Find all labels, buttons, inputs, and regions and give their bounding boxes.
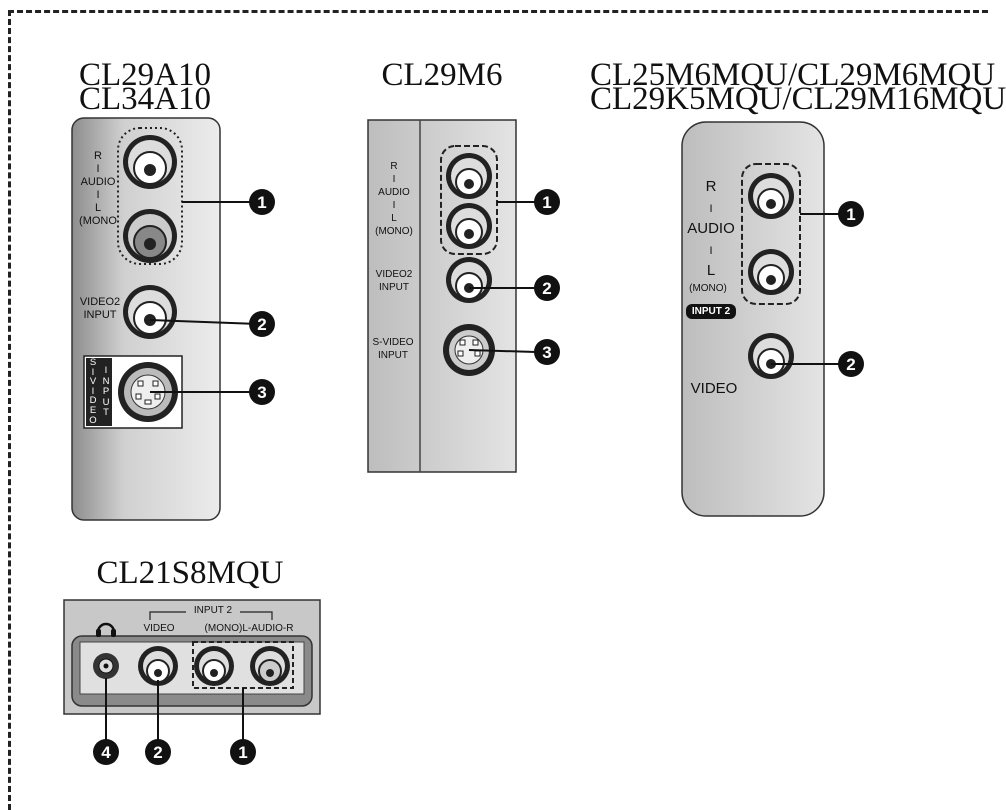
s8-input2-label: INPUT 2 <box>186 604 240 618</box>
s8-video-label: VIDEO <box>143 623 175 634</box>
svg-text:2: 2 <box>153 743 162 762</box>
a10-video2-label: VIDEO2 INPUT <box>79 296 121 321</box>
mqu-audio-label: AUDIO <box>687 220 735 237</box>
svg-text:2: 2 <box>846 355 855 374</box>
mqu-l-label: L <box>706 262 716 279</box>
model-title-cl34a10: CL34A10 <box>79 81 211 117</box>
mqu-sep-1: I <box>709 203 713 215</box>
model-title-mqu-line1: CL25M6MQU/CL29M6MQU <box>590 57 996 93</box>
audio-r-jack[interactable] <box>123 135 177 189</box>
headphone-icon <box>96 622 116 637</box>
model-title-cl21s8mqu: CL21S8MQU <box>96 555 284 591</box>
audio-group-box <box>741 163 801 305</box>
svg-text:1: 1 <box>846 205 855 224</box>
input2-badge <box>686 304 736 319</box>
panel-cl29a10 <box>71 117 259 521</box>
audio-r-jack[interactable] <box>250 646 290 686</box>
panel-cl29m6 <box>367 119 537 473</box>
callout-1-a10: 1 <box>249 189 275 215</box>
callout-2-a10: 2 <box>249 311 275 337</box>
audio-r-jack[interactable] <box>446 153 492 199</box>
callout-4-s8: 4 <box>93 739 119 765</box>
callout-1-m6: 1 <box>534 189 560 215</box>
callout-1-mqu: 1 <box>838 201 864 227</box>
m6-svideo-label: S-VIDEO INPUT <box>372 337 414 361</box>
audio-l-jack[interactable] <box>194 646 234 686</box>
svg-text:1: 1 <box>238 743 247 762</box>
a10-audio-label: R I AUDIO I L (MONO <box>79 150 117 227</box>
callout-2-m6: 2 <box>534 275 560 301</box>
mqu-mono-label: (MONO) <box>689 283 727 294</box>
a10-svideo-label: S I V I D E O <box>89 357 97 426</box>
headphone-jack[interactable] <box>93 653 119 679</box>
svg-text:1: 1 <box>542 193 551 212</box>
audio-group-box <box>440 145 498 255</box>
svg-text:3: 3 <box>257 383 266 402</box>
audio-l-jack[interactable] <box>446 203 492 249</box>
video2-jack[interactable] <box>446 257 492 303</box>
svg-text:2: 2 <box>257 315 266 334</box>
svg-text:3: 3 <box>542 343 551 362</box>
dashed-frame <box>8 10 988 810</box>
audio-l-jack[interactable] <box>748 249 794 295</box>
video-jack[interactable] <box>138 646 178 686</box>
video2-jack[interactable] <box>123 285 177 339</box>
svg-text:4: 4 <box>101 743 111 762</box>
model-title-cl29m6: CL29M6 <box>381 57 503 93</box>
callout-3-a10: 3 <box>249 379 275 405</box>
mqu-r-label: R <box>705 178 717 195</box>
callout-2-s8: 2 <box>145 739 171 765</box>
video-jack[interactable] <box>748 333 794 379</box>
s8-audio-label: (MONO)L-AUDIO-R <box>204 623 294 634</box>
audio-group-box <box>117 127 183 265</box>
mqu-video-label: VIDEO <box>690 380 738 397</box>
svg-text:1: 1 <box>257 193 266 212</box>
audio-l-jack[interactable] <box>123 209 177 263</box>
a10-input-label: I N P U T <box>102 365 110 418</box>
callout-2-mqu: 2 <box>838 351 864 377</box>
callout-3-m6: 3 <box>534 339 560 365</box>
model-title-cl29a10: CL29A10 <box>79 57 211 93</box>
panel-mqu <box>681 121 840 517</box>
panel-cl21s8mqu <box>63 599 321 746</box>
audio-r-jack[interactable] <box>748 173 794 219</box>
m6-video2-label: VIDEO2 INPUT <box>375 269 413 293</box>
mqu-sep-2: I <box>709 245 713 257</box>
callout-1-s8: 1 <box>230 739 256 765</box>
svg-text:2: 2 <box>542 279 551 298</box>
model-title-mqu-line2: CL29K5MQU/CL29M16MQU <box>590 81 1006 117</box>
mqu-input2-badge-label: INPUT 2 <box>691 306 731 317</box>
connector-diagram: 1 2 3 1 2 3 1 2 4 2 1 <box>63 117 864 765</box>
m6-audio-label: R I AUDIO I L (MONO) <box>375 161 413 237</box>
